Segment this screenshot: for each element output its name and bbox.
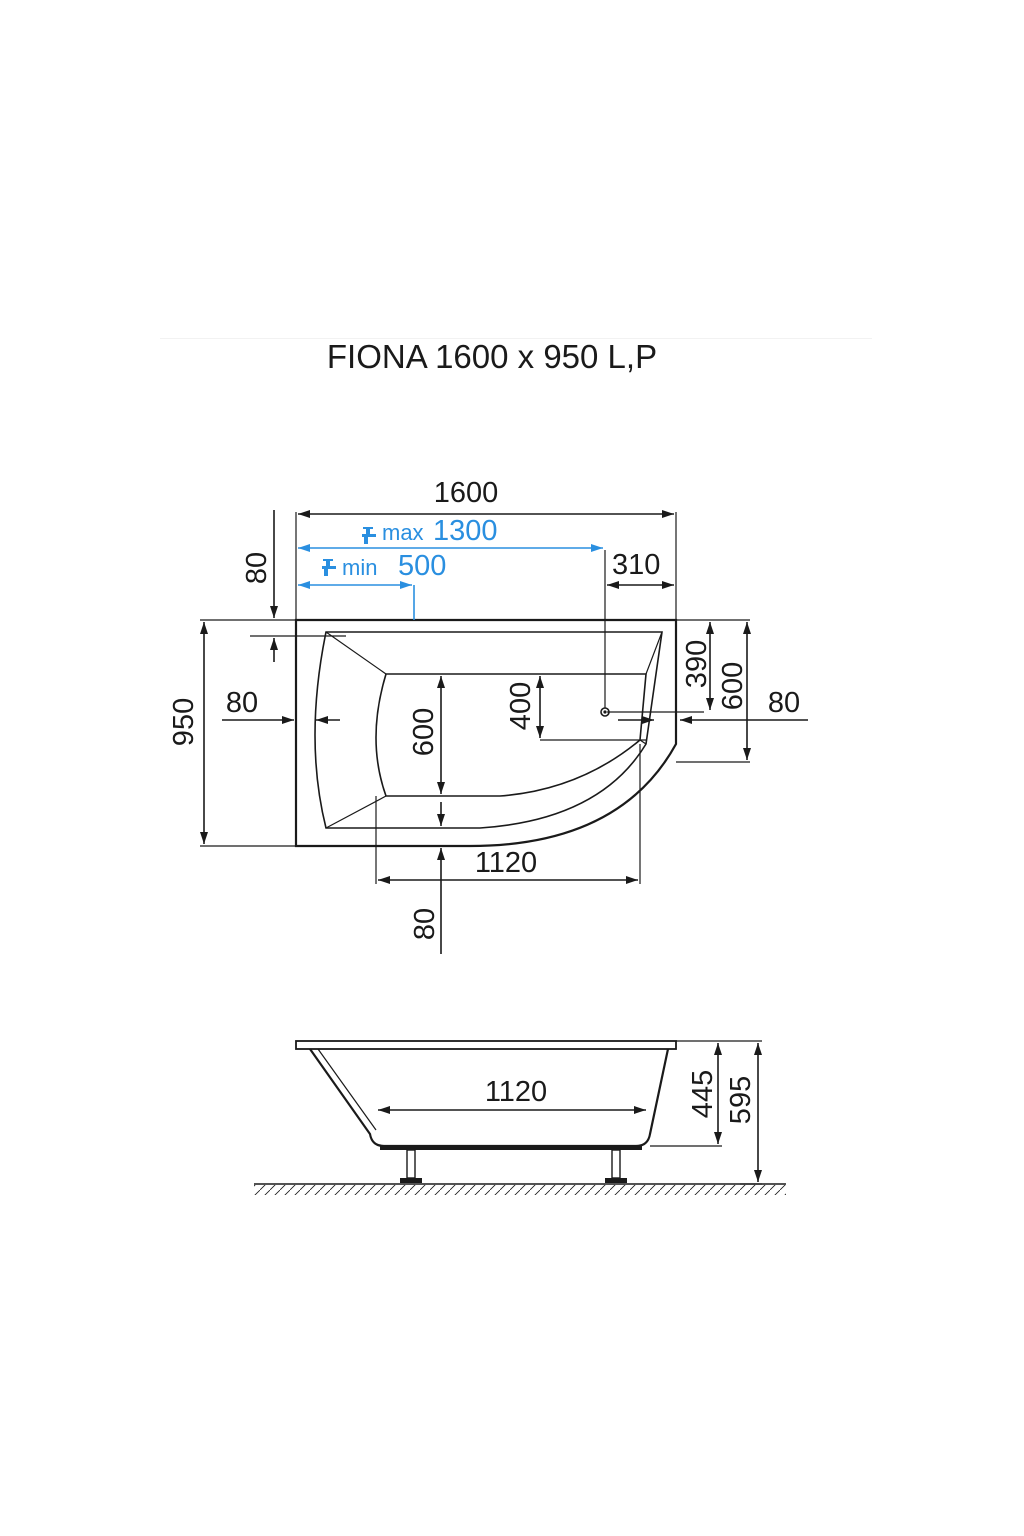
dim-drain-offset: 310 xyxy=(612,549,660,581)
dim-rim-right: 80 xyxy=(768,687,800,719)
dim-right-depth-long: 600 xyxy=(717,662,749,710)
dim-depth-overall: 950 xyxy=(168,698,200,746)
faucet-min-icon xyxy=(322,559,336,576)
side-rim xyxy=(295,1040,677,1050)
title-rule xyxy=(160,338,872,339)
faucet-min-value: 500 xyxy=(398,550,446,582)
side-foot-right xyxy=(605,1178,627,1183)
side-dim-inner-length: 1120 xyxy=(485,1076,547,1108)
dim-width-overall: 1600 xyxy=(434,477,499,509)
dim-rim-top: 80 xyxy=(241,552,273,584)
dim-rim-left: 80 xyxy=(226,687,258,719)
dim-right-depth-short: 390 xyxy=(681,640,713,688)
page-title: FIONA 1600 x 950 L,P xyxy=(326,338,658,375)
side-inner-wall xyxy=(317,1048,377,1131)
faucet-max-value: 1300 xyxy=(433,515,498,547)
faucet-min-label: min xyxy=(342,555,377,580)
dim-rim-bottom: 80 xyxy=(409,908,441,940)
floor-hatch xyxy=(254,1185,786,1195)
tub-outline xyxy=(294,618,678,848)
side-dim-total-height: 595 xyxy=(725,1076,757,1124)
dim-inner-depth: 600 xyxy=(408,708,440,756)
side-leg-right xyxy=(611,1149,621,1179)
side-dim-tub-depth: 445 xyxy=(687,1070,719,1118)
drain-center xyxy=(603,710,607,714)
side-foot-left xyxy=(400,1178,422,1183)
faucet-max-label: max xyxy=(382,520,424,545)
side-frame xyxy=(380,1146,642,1150)
tub-rim xyxy=(314,631,663,829)
tub-basin-floor xyxy=(375,673,647,797)
faucet-max-icon xyxy=(362,527,376,544)
dim-inner-length: 1120 xyxy=(475,847,537,879)
top-view: 1600 max 1300 min 500 310 80 xyxy=(168,477,808,954)
side-leg-left xyxy=(406,1149,416,1179)
tub-corner-lines xyxy=(325,631,663,829)
dim-drain-depth: 400 xyxy=(505,682,537,730)
side-view: 1120 445 595 xyxy=(254,1040,786,1195)
